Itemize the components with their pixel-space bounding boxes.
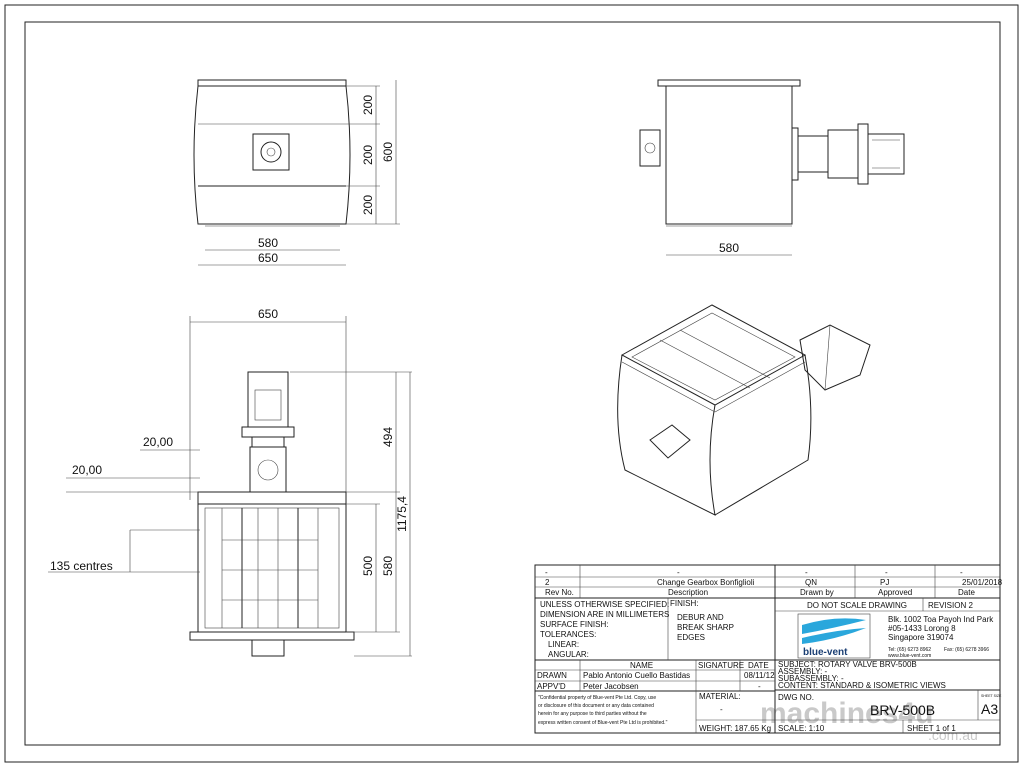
logo-text: blue-vent (803, 647, 848, 658)
dim-bottom-body-h: 500 (361, 556, 375, 576)
dim-bottom-motor-h: 494 (381, 427, 395, 447)
drawn-date: 08/11/12 (744, 671, 775, 680)
rev-1: 2 (545, 578, 550, 587)
dwg-label: DWG NO. (778, 693, 814, 702)
do-not-scale: DO NOT SCALE DRAWING (807, 601, 907, 610)
name-header: NAME (630, 661, 653, 670)
tel: Tel: (65) 6273 8962 (888, 647, 931, 653)
dwg-number: BRV-500B (870, 702, 935, 718)
watermark: machines4u .com.au (760, 697, 978, 743)
confidential-line: herein for any purpose to third parties … (538, 711, 647, 717)
note: ANGULAR: (548, 650, 589, 659)
approved-1: PJ (880, 578, 889, 587)
confidential-line: or disclosure of this document or any da… (538, 703, 654, 709)
drawn-by-1: QN (805, 578, 817, 587)
drawn-by-header: Drawn by (800, 588, 834, 597)
side-view: 580 (639, 79, 905, 256)
iso-port (649, 424, 691, 459)
note: TOLERANCES: (540, 630, 596, 639)
sheet: SHEET 1 of 1 (907, 724, 956, 733)
subassembly: SUBASSEMBLY: - (778, 674, 844, 683)
confidential-line: "Confidential property of Blue-vent Pte … (538, 695, 656, 701)
finish-label: FINISH: (670, 599, 698, 608)
assembly: ASSEMBLY: - (778, 667, 828, 676)
dim-bottom-centres: 135 centres (50, 559, 113, 573)
side-port (639, 129, 661, 167)
material-label: MATERIAL: (699, 692, 741, 701)
date-header: Date (958, 588, 975, 597)
finish-line: EDGES (677, 633, 705, 642)
dim-front-total: 600 (381, 142, 395, 162)
watermark-text: machines4u (760, 697, 933, 730)
date-header2: DATE (748, 661, 769, 670)
dim-bottom-offset1: 20,00 (143, 435, 173, 449)
dim-front-w-inner: 580 (258, 236, 278, 250)
weight: WEIGHT: 187.65 Kg (699, 724, 771, 733)
note: DIMENSION ARE IN MILLIMETERS (540, 610, 669, 619)
drawn-label: DRAWN (537, 671, 567, 680)
front-view: 200 200 200 600 580 650 (193, 79, 400, 266)
desc-header: Description (668, 588, 708, 597)
company-logo (797, 613, 871, 659)
drawn-by-0: - (805, 568, 808, 577)
scale: SCALE: 1:10 (778, 724, 825, 733)
dim-front-w-outer: 650 (258, 251, 278, 265)
signature-header: SIGNATURE (698, 661, 744, 670)
finish-line: DEBUR AND (677, 613, 724, 622)
address-line: Singapore 319074 (888, 633, 954, 642)
dim-front-h1: 200 (361, 95, 375, 115)
fax: Fax: (65) 6278 3966 (944, 647, 989, 653)
desc-1: Change Gearbox Bonfiglioli (657, 578, 755, 587)
elevation-view: 650 20,00 20,00 135 centres (48, 307, 412, 657)
confidential-line: express written consent of Blue-vent Pte… (538, 720, 668, 726)
sheet-size-label: SHEET SIZE (981, 694, 1002, 698)
approved-0: - (885, 568, 888, 577)
material: - (720, 705, 723, 714)
watermark-sub: .com.au (928, 727, 978, 743)
appvd-date: - (758, 682, 761, 691)
address-line: Blk. 1002 Toa Payoh Ind Park (888, 615, 994, 624)
dim-bottom-offset2: 20,00 (72, 463, 102, 477)
rev-0: - (545, 568, 548, 577)
note: UNLESS OTHERWISE SPECIFIED: (540, 600, 669, 609)
date-0: - (960, 568, 963, 577)
iso-motor (799, 324, 871, 391)
finish-line: BREAK SHARP (677, 623, 734, 632)
gearbox (797, 135, 829, 173)
subject: SUBJECT: ROTARY VALVE BRV-500B (778, 660, 917, 669)
rev-header: Rev No. (545, 588, 574, 597)
motor (247, 371, 289, 428)
appvd-name: Peter Jacobsen (583, 682, 639, 691)
content: CONTENT: STANDARD & ISOMETRIC VIEWS (778, 681, 946, 690)
isometric-view (617, 304, 871, 516)
drawing-border (24, 21, 1001, 746)
inspection-port (252, 133, 290, 171)
desc-0: - (677, 568, 680, 577)
sheet-size: A3 (981, 701, 998, 717)
note: LINEAR: (548, 640, 579, 649)
motor (867, 133, 905, 175)
dim-front-h2: 200 (361, 145, 375, 165)
dim-bottom-w: 650 (258, 307, 278, 321)
revision: REVISION 2 (928, 601, 973, 610)
dim-front-h3: 200 (361, 195, 375, 215)
approved-header: Approved (878, 588, 912, 597)
title-block: - - - - - 2 Change Gearbox Bonfiglioli Q… (534, 564, 1003, 734)
gearbox (249, 446, 287, 493)
dim-bottom-h580: 580 (381, 556, 395, 576)
dim-bottom-total-h: 1175,4 (395, 496, 409, 532)
drawn-name: Pablo Antonio Cuello Bastidas (583, 671, 690, 680)
appvd-label: APPV'D (537, 682, 566, 691)
date-1: 25/01/2018 (962, 578, 1003, 587)
outer-frame (4, 4, 1019, 763)
address-line: #05-1433 Lorong 8 (888, 624, 956, 633)
web: www.blue-vent.com (888, 653, 931, 659)
dim-side-w: 580 (719, 241, 739, 255)
note: SURFACE FINISH: (540, 620, 608, 629)
